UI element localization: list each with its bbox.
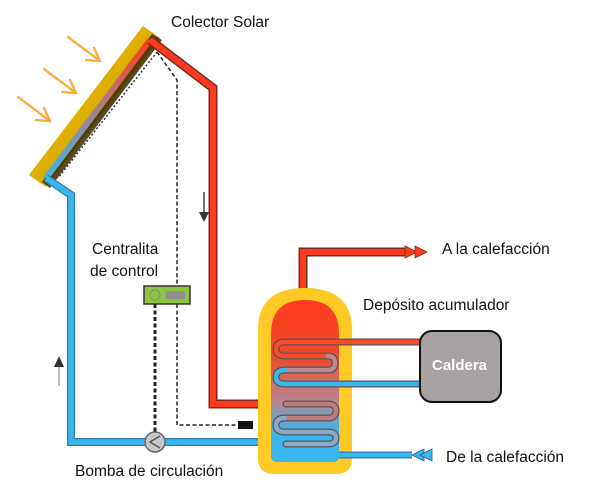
sun-rays-icon: [16, 35, 102, 123]
heating-return-pipe: [339, 448, 433, 462]
heating-supply-pipe: [298, 245, 428, 292]
controller-label-line1: Centralita: [92, 241, 159, 258]
cold-return-pipe: [43, 174, 286, 446]
boiler[interactable]: [419, 330, 502, 403]
boiler-coil: [272, 338, 424, 388]
hot-supply-pipe: [147, 36, 286, 409]
tank-label: Depósito acumulador: [363, 297, 510, 314]
pump-label: Bomba de circulación: [75, 463, 224, 480]
flow-down-arrow-icon: [199, 192, 209, 222]
circulation-pump-icon[interactable]: [144, 431, 166, 453]
control-unit[interactable]: [143, 285, 191, 305]
solar-collector: [29, 26, 162, 188]
solar-coil: [272, 400, 340, 448]
heating-out-label: A la calefacción: [442, 241, 550, 258]
temperature-sensor: [238, 421, 253, 429]
controller-label-line2: de control: [90, 263, 159, 280]
collector-label: Colector Solar: [171, 14, 270, 31]
boiler-label: Caldera: [432, 357, 488, 374]
flow-up-arrow-icon: [54, 356, 64, 386]
heating-in-label: De la calefacción: [446, 449, 565, 466]
sensor-wiring: [153, 51, 253, 432]
